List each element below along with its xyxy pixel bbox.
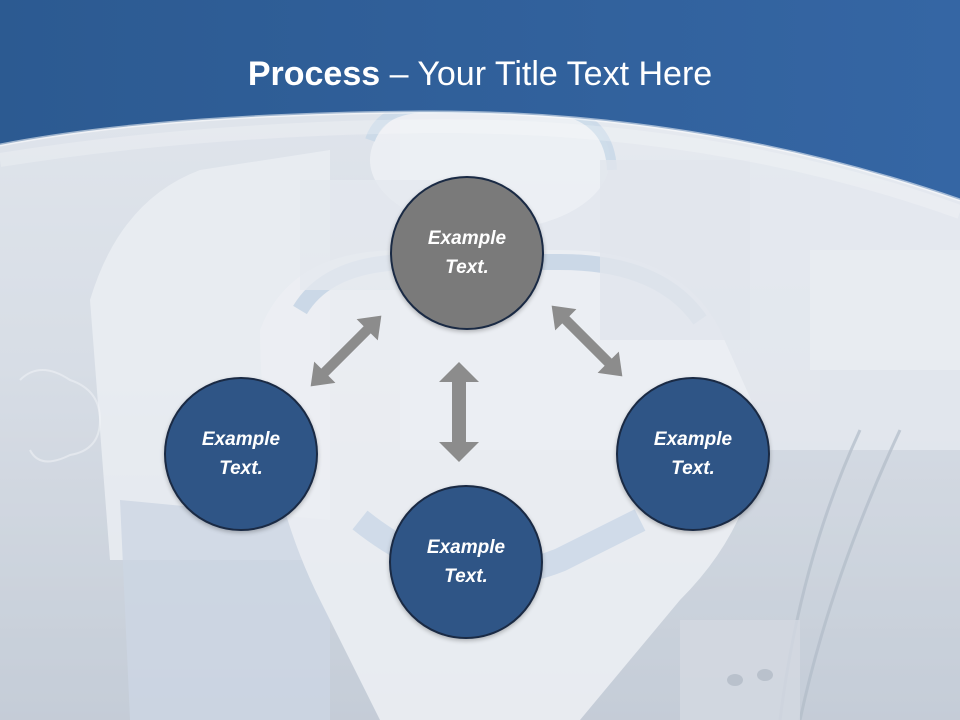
arrow-center-left xyxy=(310,315,382,387)
node-bottom-label: Example Text. xyxy=(426,537,506,587)
title-separator: – xyxy=(380,55,418,93)
node-right: Example Text. xyxy=(616,377,770,531)
title-rest: Your Title Text Here xyxy=(417,55,713,93)
arrow-center-bottom xyxy=(439,362,479,462)
node-right-label: Example Text. xyxy=(653,429,733,479)
node-left: Example Text. xyxy=(164,377,318,531)
node-center-label: Example Text. xyxy=(427,228,507,278)
node-bottom: Example Text. xyxy=(389,485,543,639)
title-bold: Process xyxy=(247,55,381,93)
node-left-label: Example Text. xyxy=(201,429,281,479)
slide-title: Process – Your Title Text Here xyxy=(0,52,960,96)
node-center: Example Text. xyxy=(390,176,544,330)
arrow-center-right xyxy=(551,305,623,377)
